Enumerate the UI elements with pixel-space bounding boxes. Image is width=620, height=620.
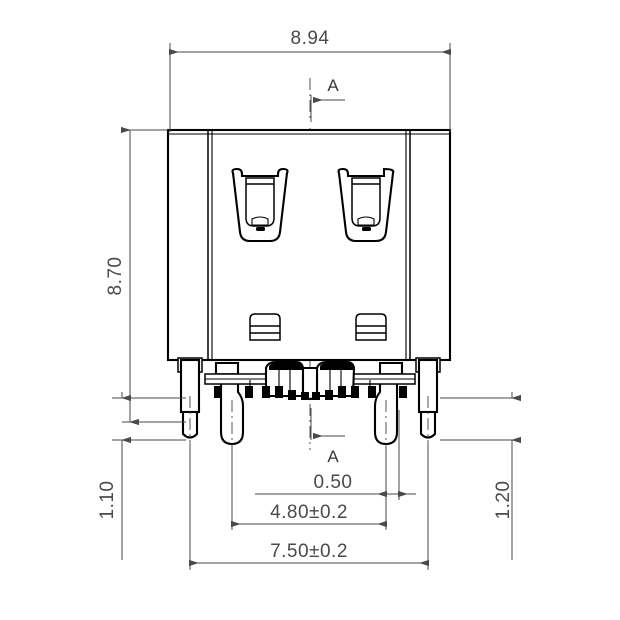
dimension-outer-pitch: 7.50±0.2 [189,444,429,570]
dimension-inner-pitch: 4.80±0.2 [231,444,387,530]
solder-pin-row [214,386,407,400]
dimension-pin-offset: 0.50 [255,410,416,500]
dim-label-overall-height: 8.70 [105,257,126,296]
dim-label-overall-width: 8.94 [291,28,330,49]
dimension-overall-width: 8.94 [169,28,451,132]
emboss-tab-right [355,313,387,341]
mount-post-left [177,357,203,448]
section-label-bottom: A [327,447,339,466]
section-mark-top: A [310,76,345,122]
dim-label-outer-pitch: 7.50±0.2 [270,541,348,562]
mount-post-right [415,357,441,448]
section-mark-bottom: A [310,408,345,466]
connector-shell [166,128,452,362]
dim-label-inner-pitch: 4.80±0.2 [270,502,348,523]
emboss-tab-left [249,313,281,341]
dim-label-left-pin-height: 1.10 [97,481,118,520]
dimension-right-pin-height: 1.20 [440,392,521,560]
spring-latch-right [337,167,395,243]
spring-latch-left [231,167,289,243]
dimension-overall-height: 8.70 [105,126,186,426]
dim-label-pin-offset: 0.50 [314,472,353,493]
section-label-top: A [327,76,339,95]
dimension-left-pin-height: 1.10 [97,392,186,560]
dim-label-right-pin-height: 1.20 [493,481,514,520]
